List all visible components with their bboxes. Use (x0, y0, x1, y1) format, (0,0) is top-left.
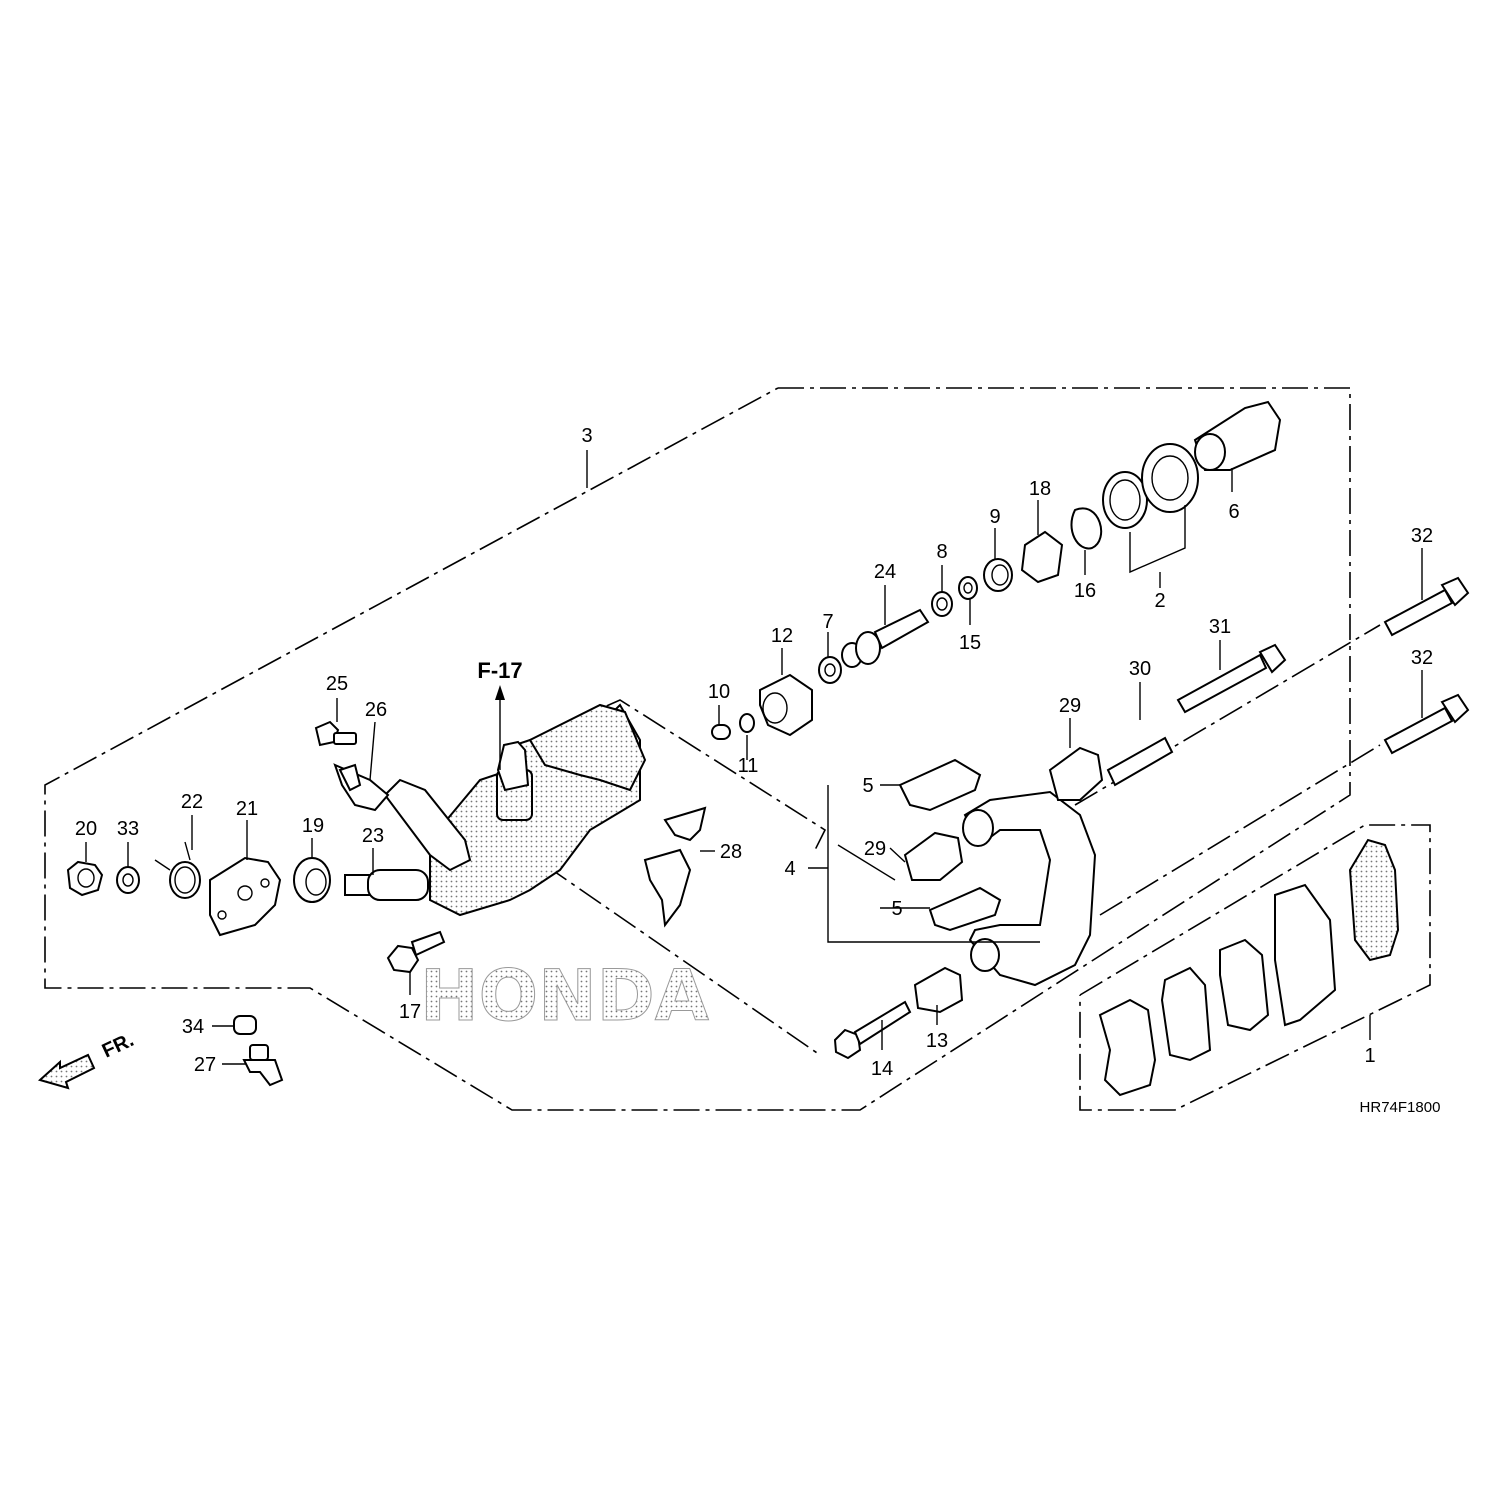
callout-7: 7 (822, 611, 833, 633)
callout-32: 32 (1411, 647, 1433, 669)
pin-boot-part (903, 831, 964, 881)
spring-part (983, 558, 1013, 592)
callout-30: 30 (1129, 658, 1151, 680)
reference-arrowhead (495, 685, 505, 700)
parking-lever-arm (383, 778, 472, 872)
shaft-seal-part (293, 857, 331, 903)
pad-retainer-part (928, 886, 1002, 932)
brake-pad-set (1098, 838, 1400, 1097)
callout-14: 14 (871, 1058, 893, 1080)
callout-16: 16 (1074, 580, 1096, 602)
bleeder-mount (496, 740, 530, 792)
lever-plate-part (209, 856, 282, 937)
front-direction-arrow (37, 1053, 96, 1090)
operating-shaft-part (344, 869, 429, 901)
bracket-bore (962, 809, 994, 847)
callout-20: 20 (75, 818, 97, 840)
leader-line (1129, 505, 1186, 574)
callout-17: 17 (399, 1001, 421, 1023)
callout-3: 3 (581, 425, 592, 447)
callout-31: 31 (1209, 616, 1231, 638)
callout-12: 12 (771, 625, 793, 647)
callout-10: 10 (708, 681, 730, 703)
washer-part (958, 576, 978, 600)
callout-27: 27 (194, 1054, 216, 1076)
dust-seal-part (1141, 443, 1199, 513)
torsion-spring-part (154, 841, 201, 899)
caliper-assembly-outline (44, 387, 1351, 1111)
drawing-code: HR74F1800 (1360, 1099, 1441, 1116)
callout-32: 32 (1411, 525, 1433, 547)
pin-boot-part (1048, 746, 1104, 801)
bracket-outline (544, 864, 821, 1056)
spring-cup-part (1020, 530, 1064, 584)
pad-spring-part (643, 806, 707, 928)
callout-33: 33 (117, 818, 139, 840)
piston-part (1193, 400, 1282, 471)
callout-29: 29 (1059, 695, 1081, 717)
callout-22: 22 (181, 791, 203, 813)
callout-5: 5 (891, 898, 902, 920)
watermark-logo: HONDA (420, 955, 709, 1037)
nut-part (66, 860, 104, 897)
callout-18: 18 (1029, 478, 1051, 500)
callout-15: 15 (959, 632, 981, 654)
leader-line (889, 847, 906, 863)
caliper-bolt-part (386, 930, 446, 974)
pin-part (711, 724, 731, 740)
clip-part (333, 763, 390, 812)
piston-seal-part (1102, 471, 1148, 529)
mounting-bolt-part (1383, 576, 1470, 637)
piston-nut-part (759, 673, 813, 737)
washer-part (116, 866, 140, 894)
leader-line (837, 844, 896, 881)
callout-1: 1 (1364, 1045, 1375, 1067)
callout-25: 25 (326, 673, 348, 695)
bracket-bore (970, 938, 1000, 972)
pin-boot-part (913, 966, 964, 1014)
pin-bolt-part (1176, 643, 1287, 714)
snap-ring-part (1070, 507, 1102, 550)
callout-23: 23 (362, 825, 384, 847)
callout-6: 6 (1228, 501, 1239, 523)
callout-8: 8 (936, 541, 947, 563)
mounting-bolt-part (1383, 693, 1470, 755)
caliper-fork (528, 703, 647, 792)
guide-pin-bolt-part (833, 1000, 912, 1060)
callout-28: 28 (720, 841, 742, 863)
bearing-part (931, 591, 953, 617)
leader-line (827, 785, 1040, 943)
callout-13: 13 (926, 1030, 948, 1052)
washer-part (818, 656, 842, 684)
callout-2: 2 (1154, 590, 1165, 612)
bolt-leader-line (1099, 744, 1381, 916)
slide-pin-part (1106, 736, 1174, 787)
bleeder-cap-part (233, 1015, 257, 1035)
bleeder-valve-part (242, 1044, 284, 1087)
callout-21: 21 (236, 798, 258, 820)
small-bolt-part (314, 720, 357, 747)
adjuster-bolt-part (841, 608, 930, 668)
pad-retainer-part (898, 758, 982, 812)
reference-label: F-17 (477, 658, 522, 683)
circlip-part (739, 713, 755, 733)
callout-5: 5 (862, 775, 873, 797)
leader-line (369, 721, 376, 781)
callout-19: 19 (302, 815, 324, 837)
callout-34: 34 (182, 1016, 204, 1038)
callout-26: 26 (365, 699, 387, 721)
callout-9: 9 (989, 506, 1000, 528)
callout-4: 4 (784, 858, 795, 880)
callout-29: 29 (864, 838, 886, 860)
front-indicator-label: FR. (99, 1029, 137, 1063)
callout-11: 11 (738, 755, 759, 777)
pad-set-outline (1079, 824, 1431, 1111)
callout-24: 24 (874, 561, 896, 583)
